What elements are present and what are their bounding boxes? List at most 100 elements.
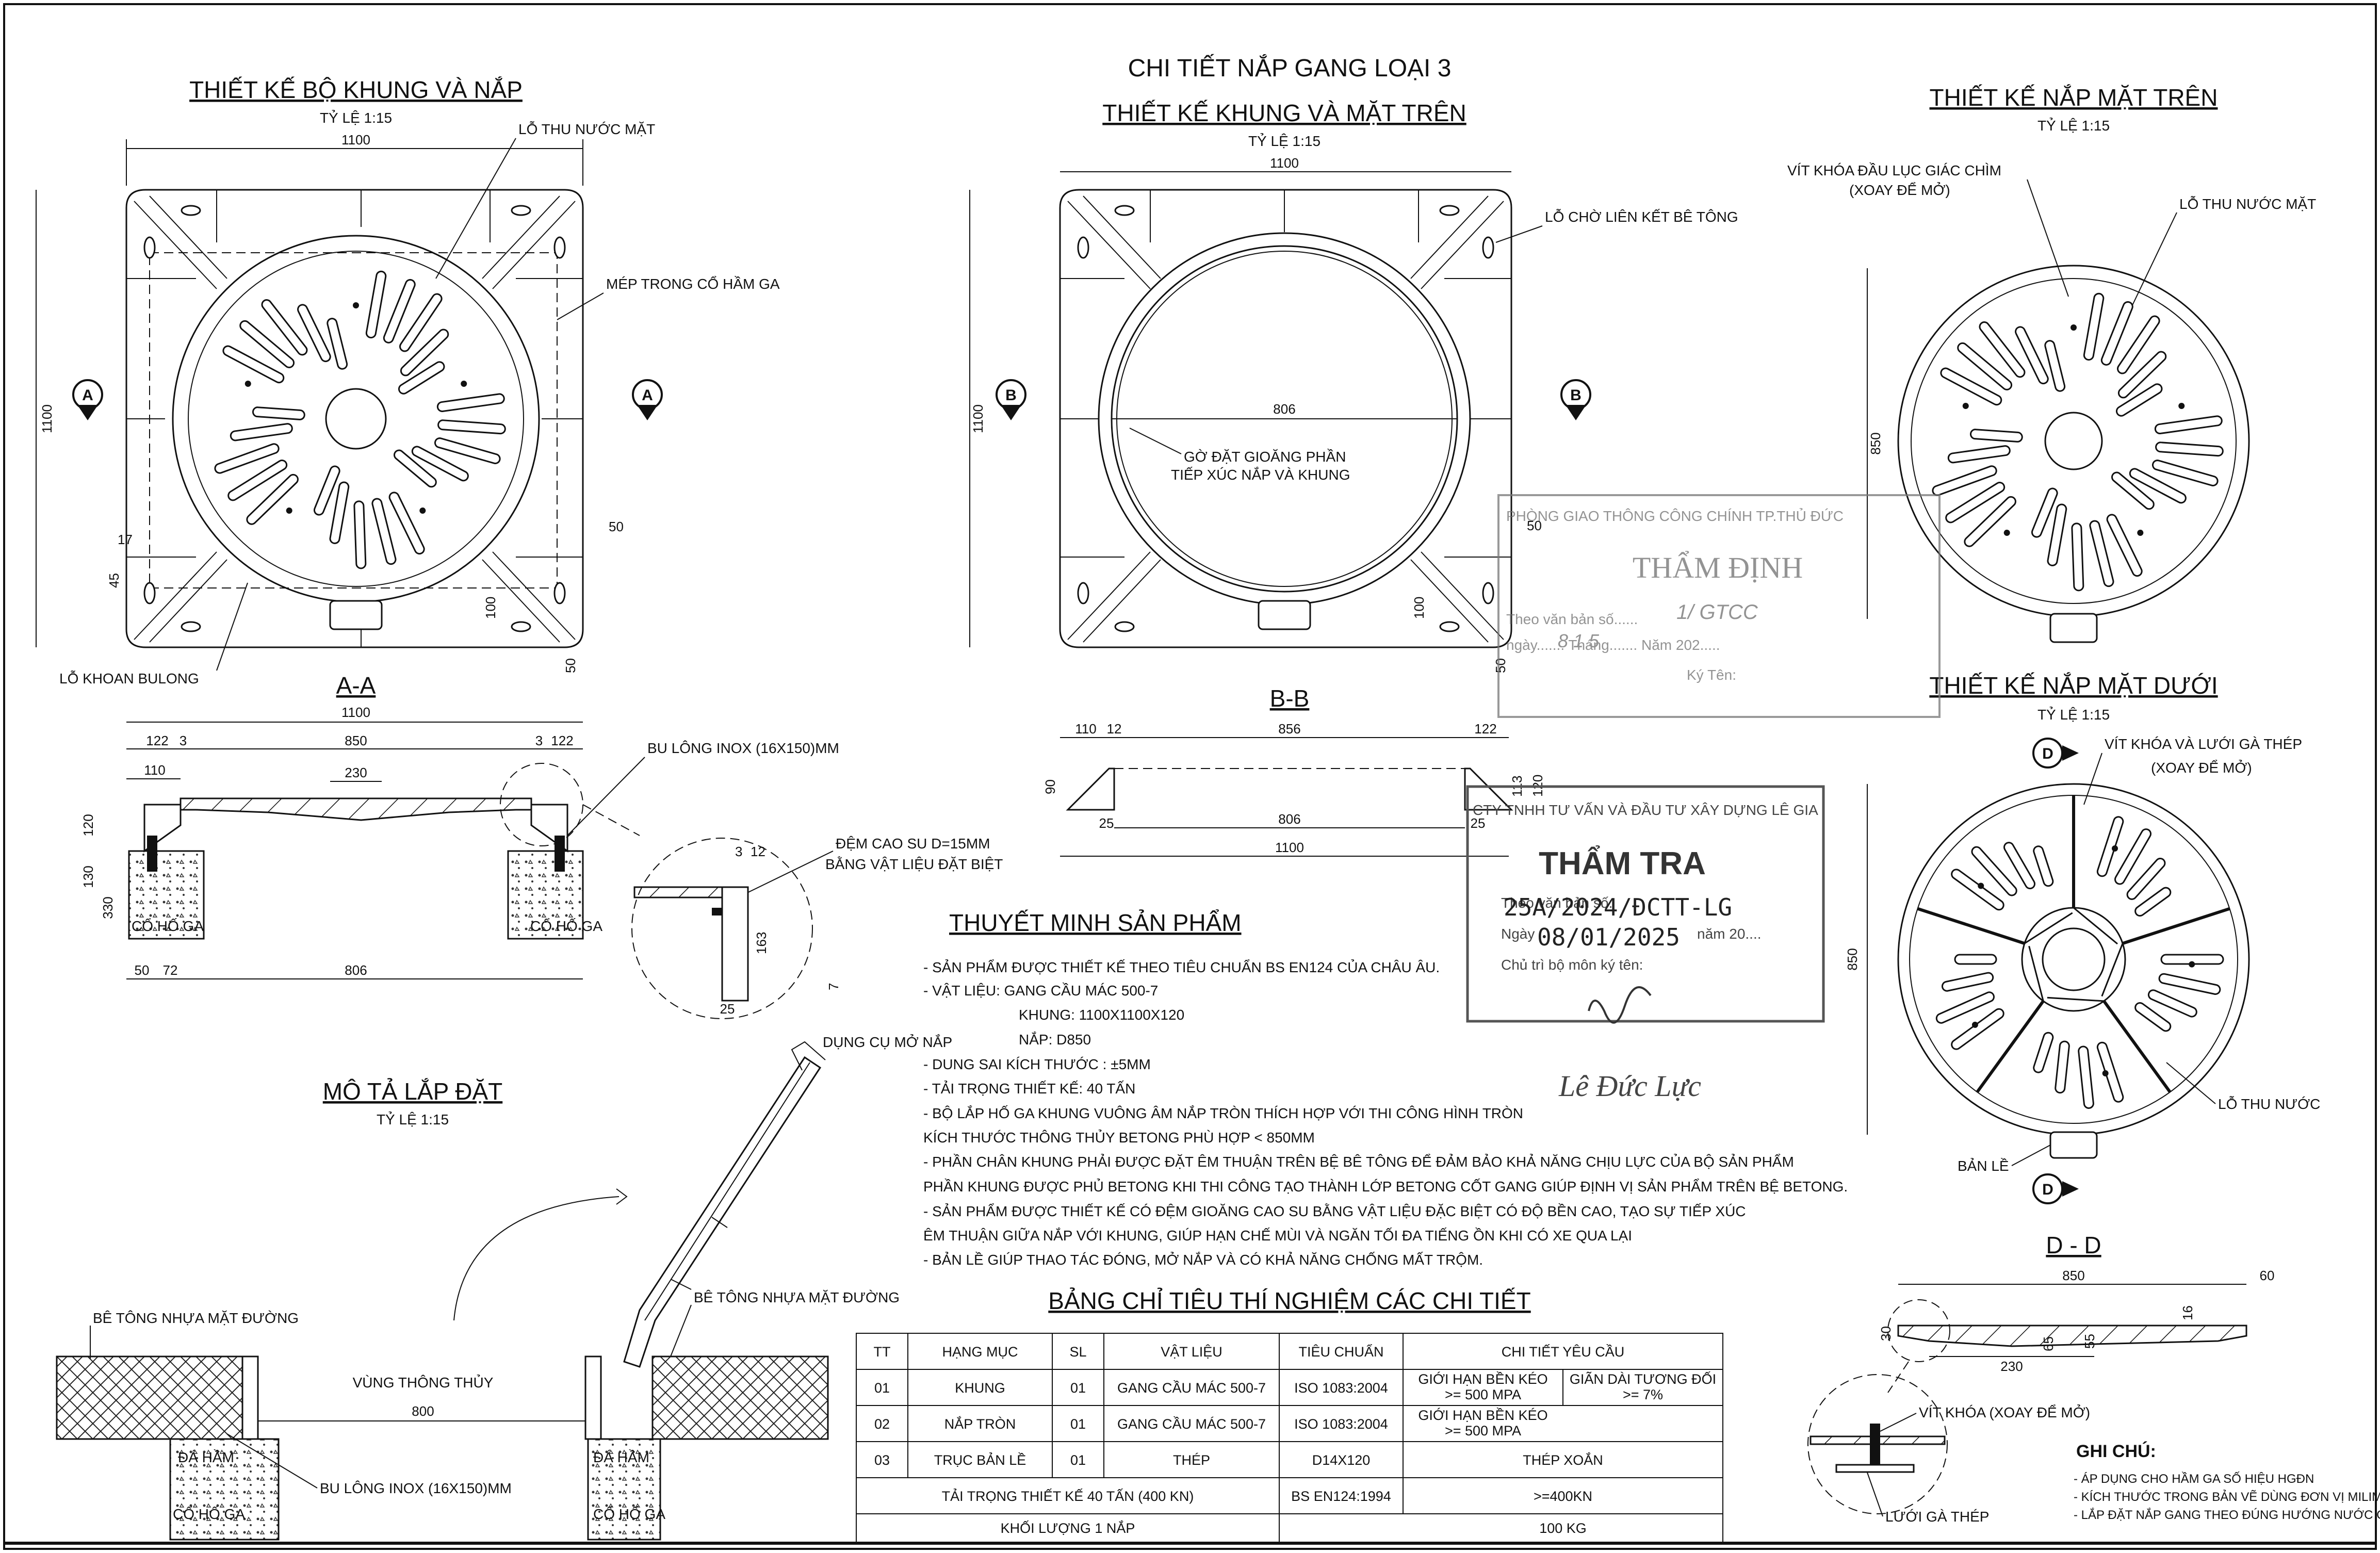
table-cell: D14X120 <box>1312 1452 1371 1468</box>
install-view: MÔ TẢ LẮP ĐẶT TỶ LỆ 1:15 BÊ TÔNG NHỰA MẶ… <box>56 1034 952 1541</box>
review-signature <box>1588 986 1652 1024</box>
section-dd: D - D 850 60 30 65 55 16 230 VÍT KHÓA (X… <box>1807 1232 2274 1525</box>
aa-dim-122-left: 122 <box>146 733 168 748</box>
aa-dim-3-left: 3 <box>180 733 187 748</box>
bb-dim-856: 856 <box>1278 721 1300 737</box>
svg-text:B: B <box>1570 387 1582 404</box>
description-line: - VẬT LIỆU: GANG CẦU MÁC 500-7 <box>923 983 1158 999</box>
sheet-title: CHI TIẾT NẮP GANG LOẠI 3 <box>1128 54 1452 82</box>
table-cell: GIÃN DÀI TƯƠNG ĐỐI <box>1570 1370 1716 1387</box>
install-title: MÔ TẢ LẮP ĐẶT <box>323 1078 503 1105</box>
section-aa-title: A-A <box>336 672 376 699</box>
th-tt: TT <box>874 1344 891 1360</box>
bb-dim-806: 806 <box>1278 811 1300 827</box>
section-marker-d-bottom: D <box>2032 1173 2079 1204</box>
review-signer: Lê Đức Lực <box>1558 1069 1701 1103</box>
review-org: CTY TNHH TƯ VẤN VÀ ĐẦU TƯ XÂY DỰNG LÊ GI… <box>1473 802 1818 818</box>
description-line: - BỘ LẮP HỐ GA KHUNG VUÔNG ÂM NẮP TRÒN T… <box>923 1105 1523 1121</box>
table-load-standard: BS EN124:1994 <box>1291 1489 1391 1504</box>
table-cell: GANG CẦU MÁC 500-7 <box>1117 1416 1266 1432</box>
svg-text:A: A <box>82 387 93 404</box>
aa-detail-3: 3 <box>735 844 742 859</box>
aa-bolt-label: BU LÔNG INOX (16X150)MM <box>647 740 839 756</box>
dd-dim-65: 65 <box>2041 1336 2056 1351</box>
appraisal-stamp: PHÒNG GIAO THÔNG CÔNG CHÍNH TP.THỦ ĐỨC T… <box>1497 494 1941 718</box>
frame-top-dim-50b: 50 <box>1493 658 1508 673</box>
product-description: THUYẾT MINH SẢN PHẨM - SẢN PHẨM ĐƯỢC THI… <box>923 909 1848 1268</box>
review-stamp-date: 08/01/2025 <box>1537 923 1680 951</box>
notes: GHI CHÚ: - ÁP DỤNG CHO HẦM GA SỐ HIỆU HG… <box>2074 1442 2380 1522</box>
section-marker-a-right: A <box>632 379 663 420</box>
inner-edge-label: MÉP TRONG CỔ HẦM GA <box>606 276 780 292</box>
cover-top-screw-1: VÍT KHÓA ĐẦU LỤC GIÁC CHÌM <box>1787 162 2001 178</box>
cover-top-drain-label: LỖ THU NƯỚC MẶT <box>2179 196 2316 212</box>
table-cell: 01 <box>874 1380 890 1396</box>
frame-cover-height: 1100 <box>39 404 55 433</box>
frame-top-title: THIẾT KẾ KHUNG VÀ MẶT TRÊN <box>1102 100 1466 126</box>
dd-dim-850: 850 <box>2062 1268 2084 1283</box>
cover-bottom-dim: 850 <box>1845 948 1860 970</box>
table-cell: 01 <box>1070 1380 1086 1396</box>
th-qty: SL <box>1069 1344 1086 1360</box>
cover-bottom-view: THIẾT KẾ NẮP MẶT DƯỚI TỶ LỆ 1:15 VÍT KHÓ… <box>1845 672 2320 1204</box>
section-marker-b-left: B <box>996 379 1026 420</box>
appraisal-title: THẨM ĐỊNH <box>1633 551 1803 584</box>
aa-dim-total: 1100 <box>341 705 370 720</box>
table-cell: 02 <box>874 1416 890 1432</box>
install-neck-left: CỔ HỐ GA <box>173 1506 245 1522</box>
table-cell: 01 <box>1070 1416 1086 1432</box>
description-title: THUYẾT MINH SẢN PHẨM <box>949 909 1242 936</box>
description-line: KHUNG: 1100X1100X120 <box>1019 1007 1184 1023</box>
svg-text:B: B <box>1005 387 1017 404</box>
aa-dim-806: 806 <box>345 962 367 978</box>
table-cell: ISO 1083:2004 <box>1294 1416 1388 1432</box>
review-sign: Chủ trì bộ môn ký tên: <box>1501 957 1643 973</box>
dd-dim-55: 55 <box>2082 1334 2097 1349</box>
table-cell: KHUNG <box>955 1380 1005 1396</box>
description-line: - SẢN PHẨM ĐƯỢC THIẾT KẾ CÓ ĐỆM GIOĂNG C… <box>923 1203 1746 1219</box>
bb-dim-25-right: 25 <box>1471 815 1486 831</box>
review-stamp-no: 25A/2024/ĐCTT-LG <box>1504 893 1732 921</box>
section-aa: A-A 1100 122 3 850 3 122 110 230 330 120… <box>80 672 1003 1019</box>
aa-dim-120: 120 <box>80 814 96 836</box>
aa-gasket-2: BẰNG VẬT LIỆU ĐẶT BIỆT <box>825 856 1003 872</box>
frame-top-width: 1100 <box>1270 155 1299 171</box>
bb-dim-90: 90 <box>1042 779 1058 794</box>
dim-45: 45 <box>106 573 122 588</box>
gasket-label-2: TIẾP XÚC NẮP VÀ KHUNG <box>1171 467 1350 483</box>
appraisal-line2: ngày....... Tháng....... Năm 202..... <box>1506 637 1720 653</box>
appraisal-sign: Ký Tên: <box>1687 667 1736 683</box>
table-cell: GIỚI HẠN BỀN KÉO <box>1418 1371 1547 1387</box>
install-chamber-right: ĐÁ HẦM <box>593 1449 649 1465</box>
note-line: - KÍCH THƯỚC TRONG BẢN VẼ DÙNG ĐƠN VỊ MI… <box>2074 1489 2380 1504</box>
aa-dim-230: 230 <box>345 765 367 780</box>
cover-bottom-title: THIẾT KẾ NẮP MẶT DƯỚI <box>1929 672 2218 699</box>
table-cell: TRỤC BẢN LỀ <box>934 1451 1026 1468</box>
frame-cover-width: 1100 <box>341 132 370 148</box>
dim-100: 100 <box>483 597 498 619</box>
cover-top-dim: 850 <box>1868 432 1883 454</box>
dd-dim-16: 16 <box>2180 1305 2195 1320</box>
notes-title: GHI CHÚ: <box>2076 1442 2156 1461</box>
table-cell: 01 <box>1070 1452 1086 1468</box>
install-chamber-left: ĐÁ HẦM <box>178 1449 234 1465</box>
dd-dim-230: 230 <box>2000 1359 2023 1374</box>
table-cell: >= 500 MPA <box>1445 1423 1521 1438</box>
cover-bottom-screw-2: (XOAY ĐỂ MỞ) <box>2151 759 2252 776</box>
note-line: - LẮP ĐẶT NẮP GANG THEO ĐÚNG HƯỚNG NƯỚC … <box>2074 1507 2380 1522</box>
th-material: VẬT LIỆU <box>1161 1344 1222 1360</box>
table-cell: NẮP TRÒN <box>944 1416 1016 1432</box>
description-line: KÍCH THƯỚC THÔNG THỦY BETONG PHÙ HỢP < 8… <box>923 1129 1315 1146</box>
th-item: HẠNG MỤC <box>942 1344 1018 1360</box>
table-cell: 03 <box>874 1452 890 1468</box>
aa-detail-25: 25 <box>720 1001 735 1017</box>
frame-top-height: 1100 <box>970 404 986 433</box>
cover-bottom-scale: TỶ LỆ 1:15 <box>2037 706 2110 723</box>
concrete-hole-label: LỖ CHỜ LIÊN KẾT BÊ TÔNG <box>1545 209 1738 225</box>
description-line: NẮP: D850 <box>1019 1032 1091 1048</box>
table-cell: THÉP <box>1173 1452 1210 1468</box>
aa-dim-72: 72 <box>163 962 178 978</box>
review-line2-tail: năm 20.... <box>1697 926 1762 942</box>
aa-dim-122-right: 122 <box>551 733 573 748</box>
